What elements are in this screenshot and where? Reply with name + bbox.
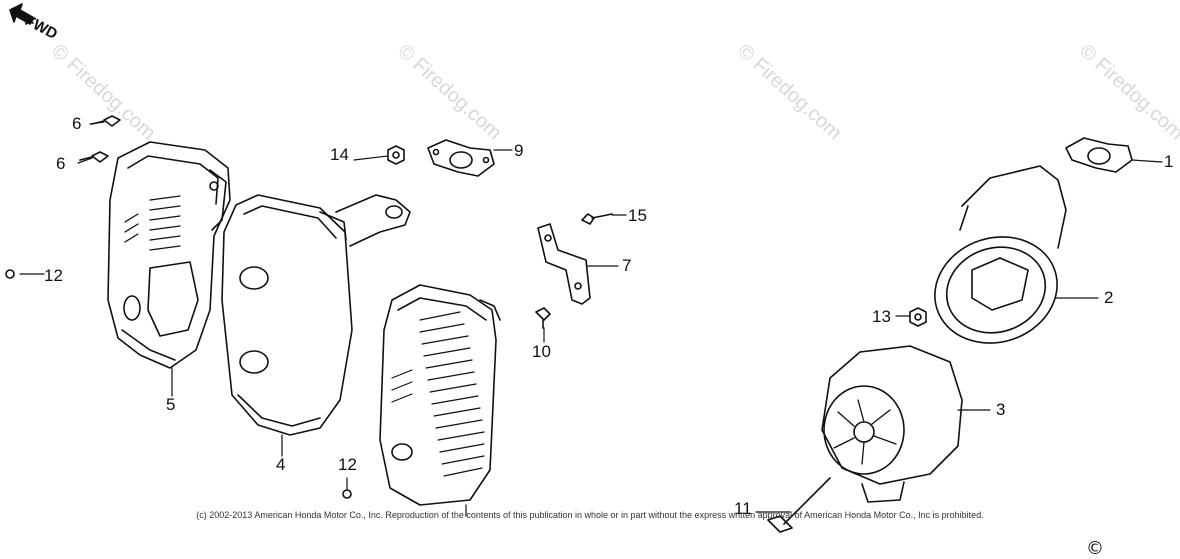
muffler-protector-part — [107, 141, 231, 369]
bracket-part — [537, 223, 591, 305]
callout-number: 6 — [56, 154, 66, 173]
heat-shield-part — [379, 284, 501, 506]
bolt-part — [581, 213, 613, 225]
screw-part — [5, 269, 15, 279]
copyright-symbol: © — [1086, 538, 1104, 559]
air-filter-cover-part — [821, 345, 963, 503]
gasket-part — [1065, 137, 1133, 173]
bolt-part — [535, 307, 551, 329]
callout-number: 3 — [996, 400, 1006, 419]
callout-number: 12 — [338, 455, 357, 474]
muffler-part — [221, 194, 411, 436]
callout-number: 1 — [1164, 152, 1174, 171]
callout-number: 6 — [72, 114, 82, 133]
gasket-part — [427, 139, 495, 177]
copyright-notice: (c) 2002-2013 American Honda Motor Co., … — [196, 510, 984, 520]
callout-number: 15 — [628, 206, 647, 225]
fwd-arrow-icon — [9, 3, 35, 25]
callout-number: 14 — [330, 145, 349, 164]
callout-number: 9 — [514, 141, 524, 160]
callout-number: 13 — [872, 307, 891, 326]
callout-number: 4 — [276, 455, 286, 474]
callout-number: 12 — [44, 266, 63, 285]
callout-number: 7 — [622, 256, 632, 275]
bolt-part — [79, 151, 109, 163]
nut-part — [387, 145, 405, 165]
callout-number: 5 — [166, 395, 176, 414]
air-cleaner-case-part — [934, 165, 1067, 344]
screw-part — [342, 489, 352, 499]
callout-number: 11 — [734, 499, 752, 518]
nut-part — [909, 307, 927, 327]
callout-number: 2 — [1104, 288, 1114, 307]
wing-bolt-part — [767, 477, 831, 533]
callout-number: 10 — [532, 342, 551, 361]
